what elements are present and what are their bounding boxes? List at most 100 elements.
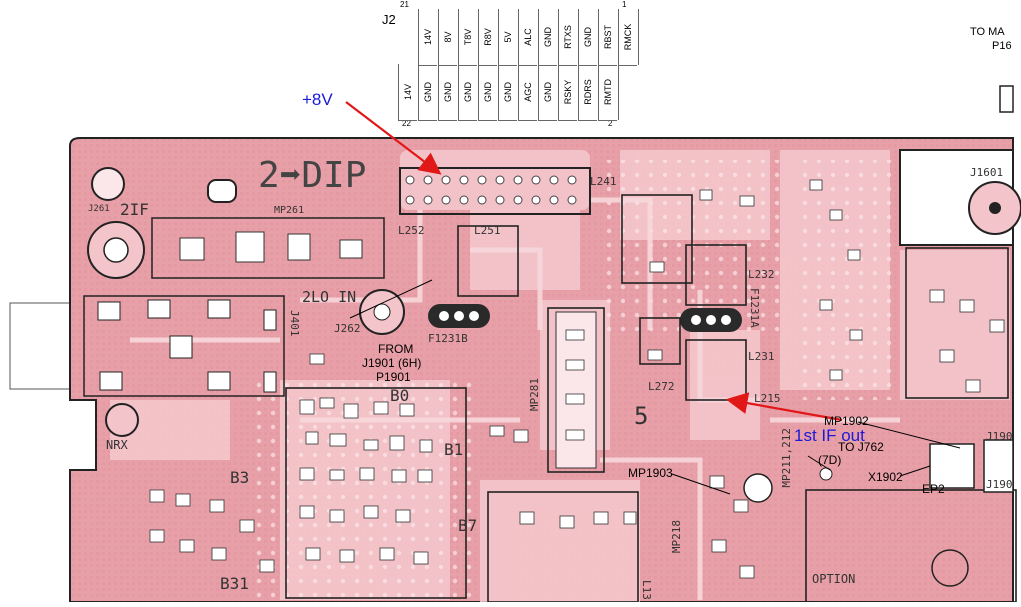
traces [130,197,900,600]
top-pin: ALC [518,9,537,66]
top-pin: 8V [438,9,457,66]
j2-pin-21: 21 [400,0,409,9]
arrow-8v [345,101,442,175]
top-pin-label: GND [543,27,553,47]
l241-label: L241 [590,175,617,188]
b7-label: B7 [458,516,478,535]
via-texture [250,160,900,600]
bot-pin: GND [418,64,437,121]
from-note: FROM [378,342,414,356]
dip-label: 2➡DIP [258,155,367,196]
top-pin: 5V [498,9,517,66]
bot-pin-label: RDRS [583,79,593,105]
top-pin: RMCK [618,9,637,66]
f1231a-label: F1231A [748,288,761,328]
round-part [743,473,773,503]
smd-parts [149,179,1005,579]
bot-pin-label: GND [483,82,493,102]
mp281-label: MP281 [528,378,541,412]
l13-label: L13 [640,580,653,600]
bot-pin: GND [478,64,497,121]
bot-pin-label: GND [423,82,433,102]
l252-label: L252 [398,224,425,237]
j261-label: J261 [88,204,110,214]
if2-label: 2IF [120,200,149,219]
mp261-shield [151,217,385,279]
nrx-label: NRX [106,438,128,452]
side-connector [9,302,71,390]
bot-pin-label: RSKY [563,79,573,105]
top-pin-label: 5V [503,31,513,43]
x1902-crystal [929,443,975,489]
to-j762-note: TO J762 [838,440,884,454]
top-pin-label: RMCK [623,23,633,51]
top-pin: RTXS [558,9,577,66]
bot-pin-label: RMTD [603,79,613,105]
top-pin-label: R8V [483,28,493,46]
to-ma-note: TO MA [970,26,1005,38]
b1-label: B1 [444,440,464,459]
j401-block [83,295,285,397]
ep2-note: EP2 [922,482,945,496]
top-pin: GND [538,9,557,66]
top-pin-label: RTXS [563,25,573,49]
top-pin-label: ALC [523,28,533,46]
j2-pin-2: 2 [608,119,613,128]
j2-label: J2 [382,12,396,27]
top-pin-label: 14V [423,28,433,46]
j2-pin-22: 22 [402,119,411,128]
bot-pin: 14V [398,64,417,121]
top-pin: R8V [478,9,497,66]
leader-lines [349,279,961,495]
to-p16-note: P16 [992,40,1012,52]
bot-pin-label: GND [543,82,553,102]
top-pin-label: RBST [603,24,613,50]
j190b-label: J190 [986,478,1013,491]
l215-label: L215 [754,392,781,405]
j190-label: J190 [986,430,1013,443]
b31-label: B31 [220,574,249,593]
j1601-label: J1601 [970,166,1004,179]
l232-label: L232 [748,268,775,281]
j2-pin-1: 1 [622,0,627,9]
bot-pin: GND [438,64,457,121]
mount-hole-1 [91,167,125,201]
bot-pin: GND [498,64,517,121]
first-if-out-annotation: 1st IF out [794,426,865,445]
from-ref-note: J1901 (6H) [362,356,422,370]
mp261-label: MP261 [274,205,305,216]
top-pin: 14V [418,9,437,66]
mp1902-note: MP1902 [824,414,869,428]
block-5-label: 5 [634,402,649,430]
bot-pin: RMTD [598,64,617,121]
top-pin: T8V [458,9,477,66]
b3-label: B3 [230,468,250,487]
mp1903-note: MP1903 [628,466,673,480]
f1231b-label: F1231B [428,332,468,345]
bot-pin-border [618,64,619,120]
j2-pads [405,175,577,205]
oval-pad [207,179,237,203]
bot-pin: GND [538,64,557,121]
bot-pin: RDRS [578,64,597,121]
shield-outlines [285,194,1017,603]
l231-label: L231 [748,350,775,363]
mp211-label: MP211,212 [780,428,793,488]
mp261-parts [179,231,363,263]
bot-pin-label: AGC [523,82,533,102]
bot-pin: AGC [518,64,537,121]
mp218-label: MP218 [670,520,683,554]
bot-pin-label: 14V [403,83,413,101]
j262-label: J262 [334,322,361,335]
j401-pads [97,299,277,393]
plus-8v-annotation: +8V [302,90,333,109]
top-pin-label: GND [583,27,593,47]
top-pin-label: T8V [463,28,473,46]
top-pin-label: 8V [443,31,453,43]
bot-pin: RSKY [558,64,577,121]
bot-pin-label: GND [463,82,473,102]
bot-pin-label: GND [503,82,513,102]
top-pin: GND [578,9,597,66]
